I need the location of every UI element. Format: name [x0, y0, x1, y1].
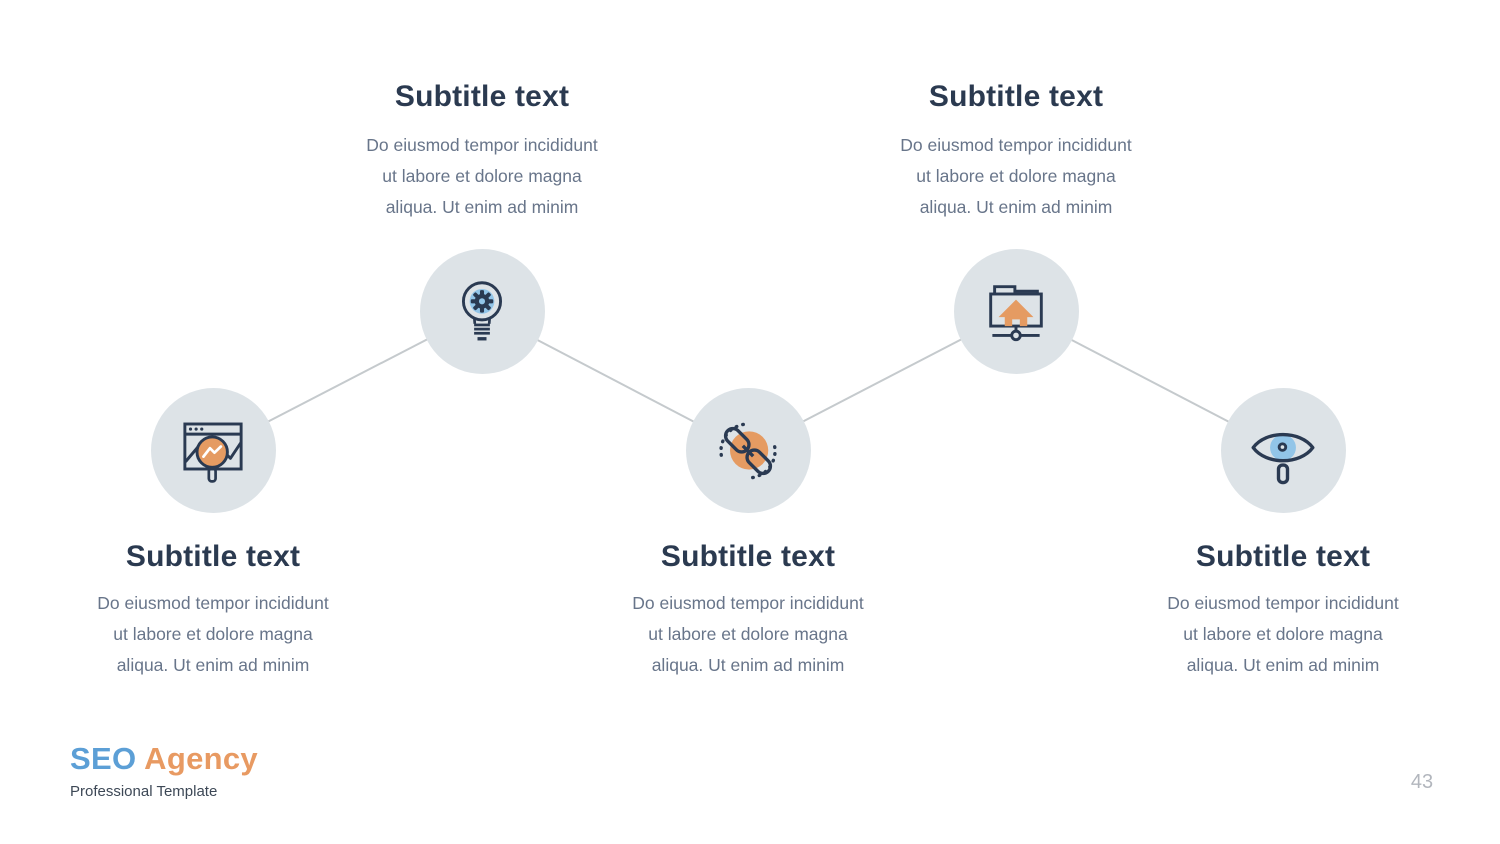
- process-step-5: Subtitle text Do eiusmod tempor incididu…: [1113, 388, 1453, 681]
- analytics-search-icon: [183, 422, 243, 483]
- step-title: Subtitle text: [928, 80, 1104, 113]
- step-1-icon-circle: [150, 388, 276, 513]
- step-5-icon-circle: [1220, 388, 1346, 513]
- step-description-line: aliqua. Ut enim ad minim: [116, 655, 310, 675]
- step-description-line: aliqua. Ut enim ad minim: [1186, 655, 1380, 675]
- step-title: Subtitle text: [1195, 540, 1371, 573]
- footer-logo: SEO Agency Professional Template: [70, 742, 258, 801]
- step-description-line: Do eiusmod tempor incididunt: [366, 135, 598, 155]
- step-description-line: aliqua. Ut enim ad minim: [919, 197, 1113, 217]
- link-building-icon: [719, 422, 777, 479]
- process-step-1: Subtitle text Do eiusmod tempor incididu…: [43, 388, 383, 681]
- process-step-3: Subtitle text Do eiusmod tempor incididu…: [578, 388, 918, 681]
- idea-lightbulb-gear-icon: [461, 280, 503, 340]
- step-description-line: aliqua. Ut enim ad minim: [385, 197, 579, 217]
- process-step-4: Subtitle text Do eiusmod tempor incididu…: [846, 76, 1186, 374]
- step-description: Do eiusmod tempor incididunt ut labore e…: [1113, 588, 1453, 681]
- process-step-2: Subtitle text Do eiusmod tempor incididu…: [312, 76, 652, 374]
- step-2-icon-circle: [419, 249, 545, 374]
- step-description-line: aliqua. Ut enim ad minim: [651, 655, 845, 675]
- step-4-icon-circle: [953, 249, 1079, 374]
- step-description: Do eiusmod tempor incididunt ut labore e…: [312, 130, 652, 223]
- step-description-line: ut labore et dolore magna: [648, 624, 848, 644]
- step-title: Subtitle text: [660, 540, 836, 573]
- step-description: Do eiusmod tempor incididunt ut labore e…: [43, 588, 383, 681]
- logo-text-agency: Agency: [144, 741, 258, 776]
- step-title: Subtitle text: [394, 80, 570, 113]
- step-description-line: ut labore et dolore magna: [382, 166, 582, 186]
- eye-visibility-search-icon: [1251, 432, 1315, 484]
- page-number: 43: [1410, 771, 1434, 793]
- logo-wordmark: SEO Agency: [70, 742, 258, 776]
- step-description: Do eiusmod tempor incididunt ut labore e…: [578, 588, 918, 681]
- step-description-line: Do eiusmod tempor incididunt: [632, 593, 864, 613]
- logo-text-seo: SEO: [70, 741, 137, 776]
- step-title: Subtitle text: [125, 540, 301, 573]
- step-description-line: Do eiusmod tempor incididunt: [97, 593, 329, 613]
- folder-home-network-icon: [989, 284, 1043, 341]
- step-description: Do eiusmod tempor incididunt ut labore e…: [846, 130, 1186, 223]
- logo-tagline: Professional Template: [70, 783, 218, 800]
- step-description-line: Do eiusmod tempor incididunt: [1167, 593, 1399, 613]
- step-description-line: ut labore et dolore magna: [113, 624, 313, 644]
- step-3-icon-circle: [685, 388, 811, 513]
- step-description-line: Do eiusmod tempor incididunt: [900, 135, 1132, 155]
- step-description-line: ut labore et dolore magna: [916, 166, 1116, 186]
- step-description-line: ut labore et dolore magna: [1183, 624, 1383, 644]
